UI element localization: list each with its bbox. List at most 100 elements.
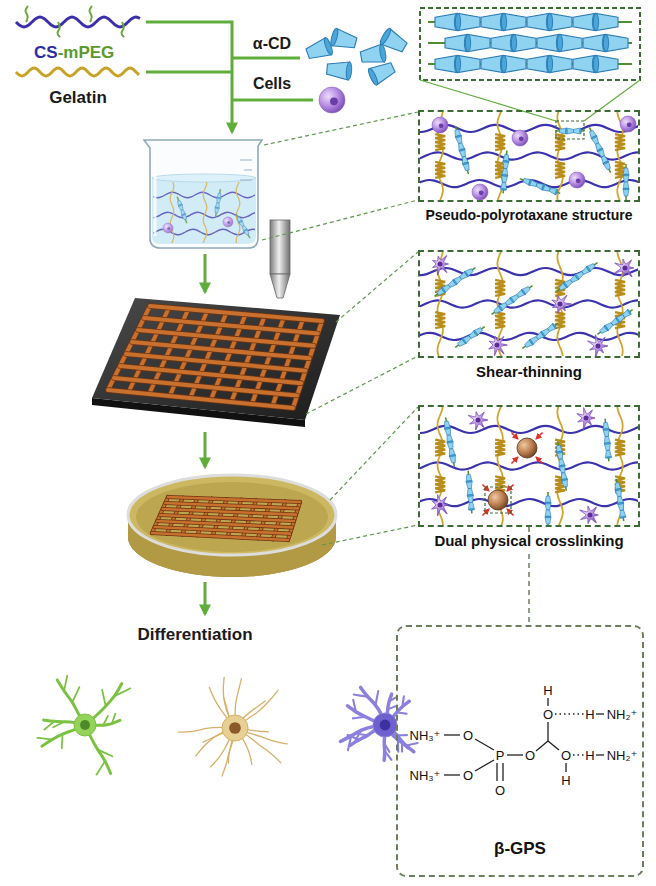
printed-scaffold: [108, 390, 293, 408]
hydrogel-network: [555, 312, 565, 328]
cyclodextrin: [574, 128, 582, 134]
cyclodextrin: [560, 128, 567, 134]
astrocyte: [354, 695, 367, 697]
cyclodextrin: [545, 516, 551, 518]
cyclodextrin: [603, 161, 611, 170]
cyclodextrin: [500, 56, 505, 73]
zoom-box: [584, 80, 640, 121]
cyclodextrin: [379, 27, 393, 45]
neuron: [53, 722, 64, 728]
cyclodextrin: [461, 156, 469, 165]
cyclodextrin: [447, 441, 454, 449]
hydrogel-network: [495, 280, 505, 296]
beaker: [144, 140, 262, 248]
atom-label: NH₂⁺: [607, 749, 638, 762]
cyclodextrin: [615, 488, 621, 491]
cyclodextrin: [468, 508, 474, 510]
cyclodextrin: [586, 266, 591, 272]
cyclodextrin: [545, 510, 551, 518]
cyclodextrin: [545, 503, 551, 510]
cyclodextrin: [511, 35, 516, 52]
cell: [479, 190, 484, 195]
astrocyte: [353, 700, 356, 712]
cyclodextrin: [559, 465, 566, 474]
neuron: [61, 734, 64, 748]
cell: [620, 116, 636, 132]
pseudo-polyrotaxane: [597, 310, 632, 335]
cyclodextrin: [501, 174, 508, 182]
cyclodextrin: [481, 14, 503, 31]
pseudo-polyrotaxane: [428, 14, 632, 73]
cyclodextrin: [457, 142, 465, 151]
cyclodextrin: [623, 182, 629, 190]
cell: [494, 342, 499, 347]
pseudo-polyrotaxane: [545, 492, 551, 525]
cyclodextrin: [491, 35, 513, 52]
cyclodextrin: [466, 480, 472, 482]
cyclodextrin: [443, 421, 450, 430]
neuron: [74, 714, 96, 736]
cyclodextrin: [466, 481, 473, 488]
hydrogel-network: [420, 268, 638, 276]
pseudo-polyrotaxane: [557, 263, 598, 292]
cyclodextrin: [473, 330, 478, 336]
cell: [552, 295, 572, 313]
cyclodextrin: [547, 14, 552, 31]
cyclodextrin: [444, 427, 451, 436]
cyclodextrin: [502, 168, 509, 175]
cyclodextrin: [527, 56, 549, 73]
cyclodextrin: [461, 156, 469, 164]
cyclodextrin: [580, 128, 582, 134]
zoom-marker: [485, 121, 584, 513]
astrocyte: [385, 752, 391, 760]
chemical-bond: [475, 739, 494, 750]
cyclodextrin: [465, 35, 470, 52]
cyclodextrin: [503, 154, 510, 162]
cyclodextrin: [545, 502, 551, 510]
zoom-box: Dual physical crosslinking: [418, 405, 640, 527]
cyclodextrin: [501, 175, 508, 182]
cyclodextrin: [468, 502, 475, 509]
beta-gps-cluster: [488, 490, 508, 510]
hydrogel-network: [615, 280, 625, 296]
cyclodextrin: [367, 67, 379, 86]
cyclodextrin: [466, 480, 473, 488]
pseudo-polyrotaxane: [602, 418, 612, 461]
beta-gps-cluster: [482, 484, 513, 515]
cell: [432, 495, 449, 516]
cell: [433, 256, 449, 276]
hydrogel-network: [420, 462, 638, 469]
zoom-line: [306, 356, 418, 414]
neuron: [103, 716, 108, 726]
cyclodextrin: [503, 160, 509, 162]
printed-scaffold: [108, 306, 322, 408]
cyclodextrin: [527, 14, 549, 31]
cyclodextrin: [560, 35, 582, 52]
printed-scaffold: [168, 497, 300, 502]
cyclodextrin: [596, 14, 618, 31]
step-label: Differentiation: [137, 626, 252, 643]
cell: [615, 259, 634, 277]
astrocyte: [353, 717, 366, 719]
chemical-bond: [573, 754, 584, 755]
cyclodextrin: [493, 306, 502, 315]
pseudo-polyrotaxane: [454, 324, 487, 350]
cyclodextrin: [557, 35, 582, 52]
cyclodextrin: [502, 161, 509, 168]
cyclodextrin: [573, 14, 595, 31]
cyclodextrin: [615, 317, 620, 323]
cyclodextrin: [457, 339, 466, 348]
cyclodextrin: [436, 288, 445, 297]
cyclodextrin: [603, 429, 610, 436]
hydrogel-network: [435, 312, 445, 328]
cyclodextrin: [623, 168, 629, 175]
cyclodextrin: [481, 56, 506, 73]
hydrogel-network: [420, 252, 638, 356]
chemical-bond: [596, 754, 604, 755]
mpeg-side-chain: [121, 22, 124, 37]
cyclodextrin: [498, 305, 503, 311]
cyclodextrin: [603, 428, 609, 430]
cyclodextrin: [604, 442, 610, 444]
cyclodextrin: [574, 128, 581, 134]
